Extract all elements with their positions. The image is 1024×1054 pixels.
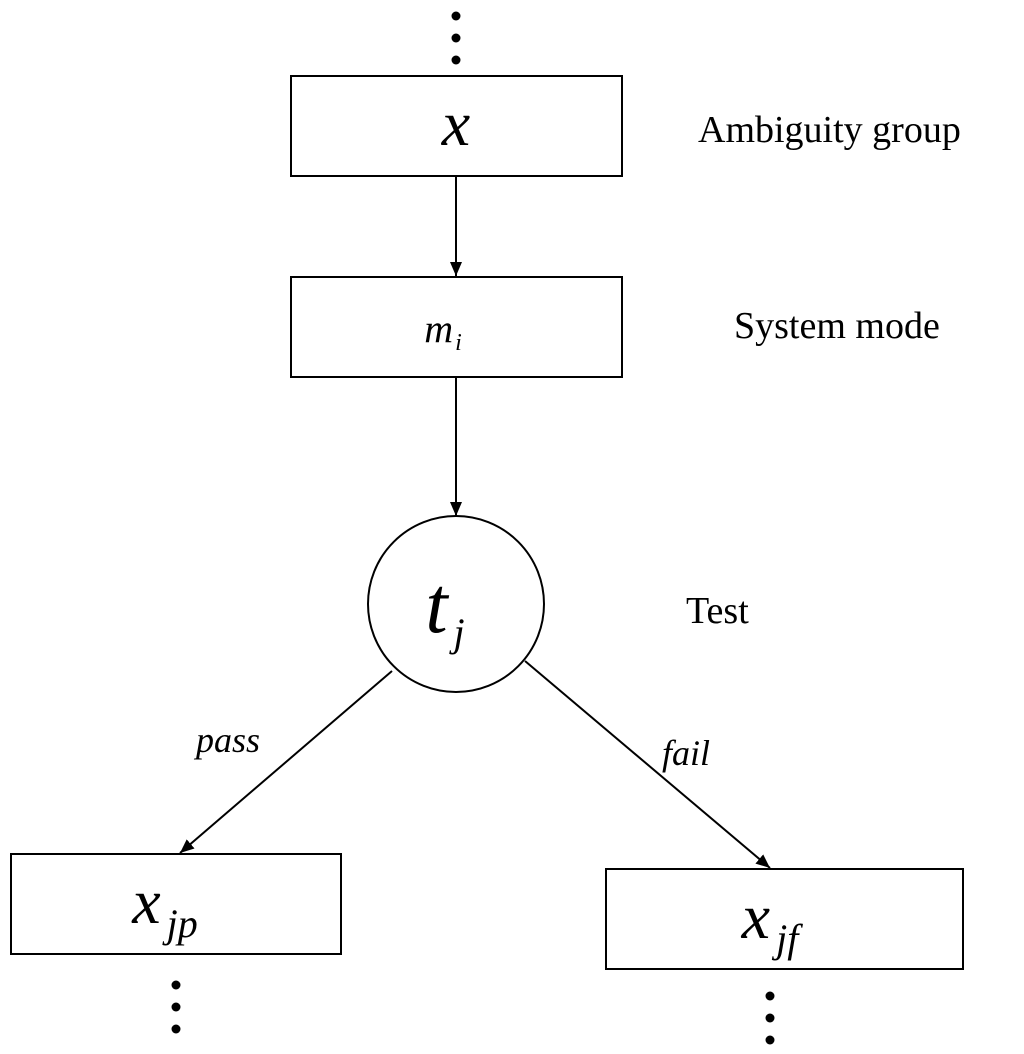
ambiguity-group-label: Ambiguity group	[698, 109, 961, 151]
test-label: Test	[686, 590, 749, 632]
pass-label: pass	[193, 720, 260, 760]
edge-fail	[524, 660, 771, 869]
edge-pass	[179, 670, 393, 854]
ambiguity-group-symbol: x	[441, 88, 470, 159]
top-ellipsis	[451, 11, 461, 65]
ambiguity-group-node: x	[290, 75, 623, 177]
fail-label: fail	[662, 733, 710, 773]
system-mode-node: mi	[290, 276, 623, 378]
system-mode-symbol: mi	[424, 306, 462, 356]
system-mode-label: System mode	[734, 305, 940, 347]
fail-ellipsis	[765, 991, 775, 1045]
pass-ellipsis	[171, 980, 181, 1034]
